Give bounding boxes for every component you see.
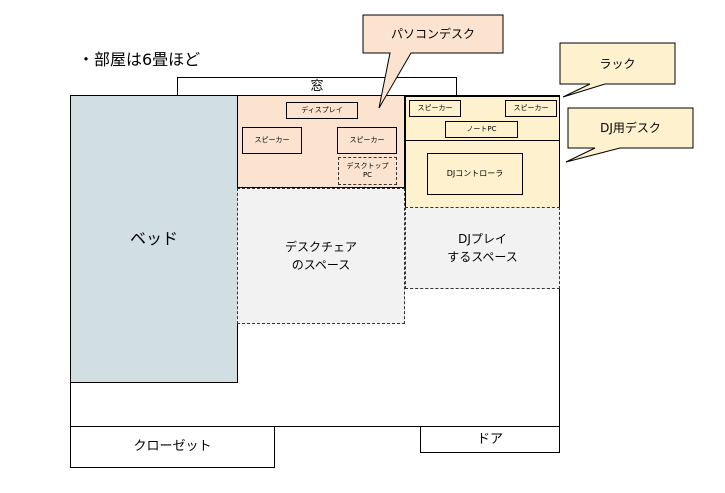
dj-controller: DJコントローラ: [427, 153, 523, 195]
desktop-pc: デスクトップ PC: [338, 157, 397, 185]
pc-desk: [237, 95, 405, 188]
rack-speaker-right: スピーカー: [505, 100, 557, 117]
pc-desk-speaker-left: スピーカー: [242, 127, 302, 154]
dj-desk: [405, 140, 560, 208]
door: ドア: [420, 426, 560, 453]
rack-speaker-left: スピーカー: [409, 100, 461, 117]
desk-chair-space: デスクチェア のスペース: [237, 188, 405, 324]
closet: クローゼット: [70, 426, 275, 468]
pc-desk-speaker-right: スピーカー: [337, 127, 397, 154]
rack-callout-shape: [559, 42, 676, 98]
rack-callout-label: ラック: [599, 56, 636, 71]
room-size-note: ・部屋は6畳ほど: [78, 50, 201, 69]
pc-desk-callout-shape: [362, 14, 504, 109]
dj-play-space: DJプレイ するスペース: [405, 207, 560, 289]
pc-desk-display: ディスプレイ: [286, 102, 358, 119]
laptop-pc: ノートPC: [445, 121, 518, 138]
dj-desk-callout-shape: [565, 107, 694, 163]
dj-desk-callout-label: DJ用デスク: [600, 121, 661, 135]
pc-desk-callout-label: パソコンデスク: [390, 27, 475, 41]
